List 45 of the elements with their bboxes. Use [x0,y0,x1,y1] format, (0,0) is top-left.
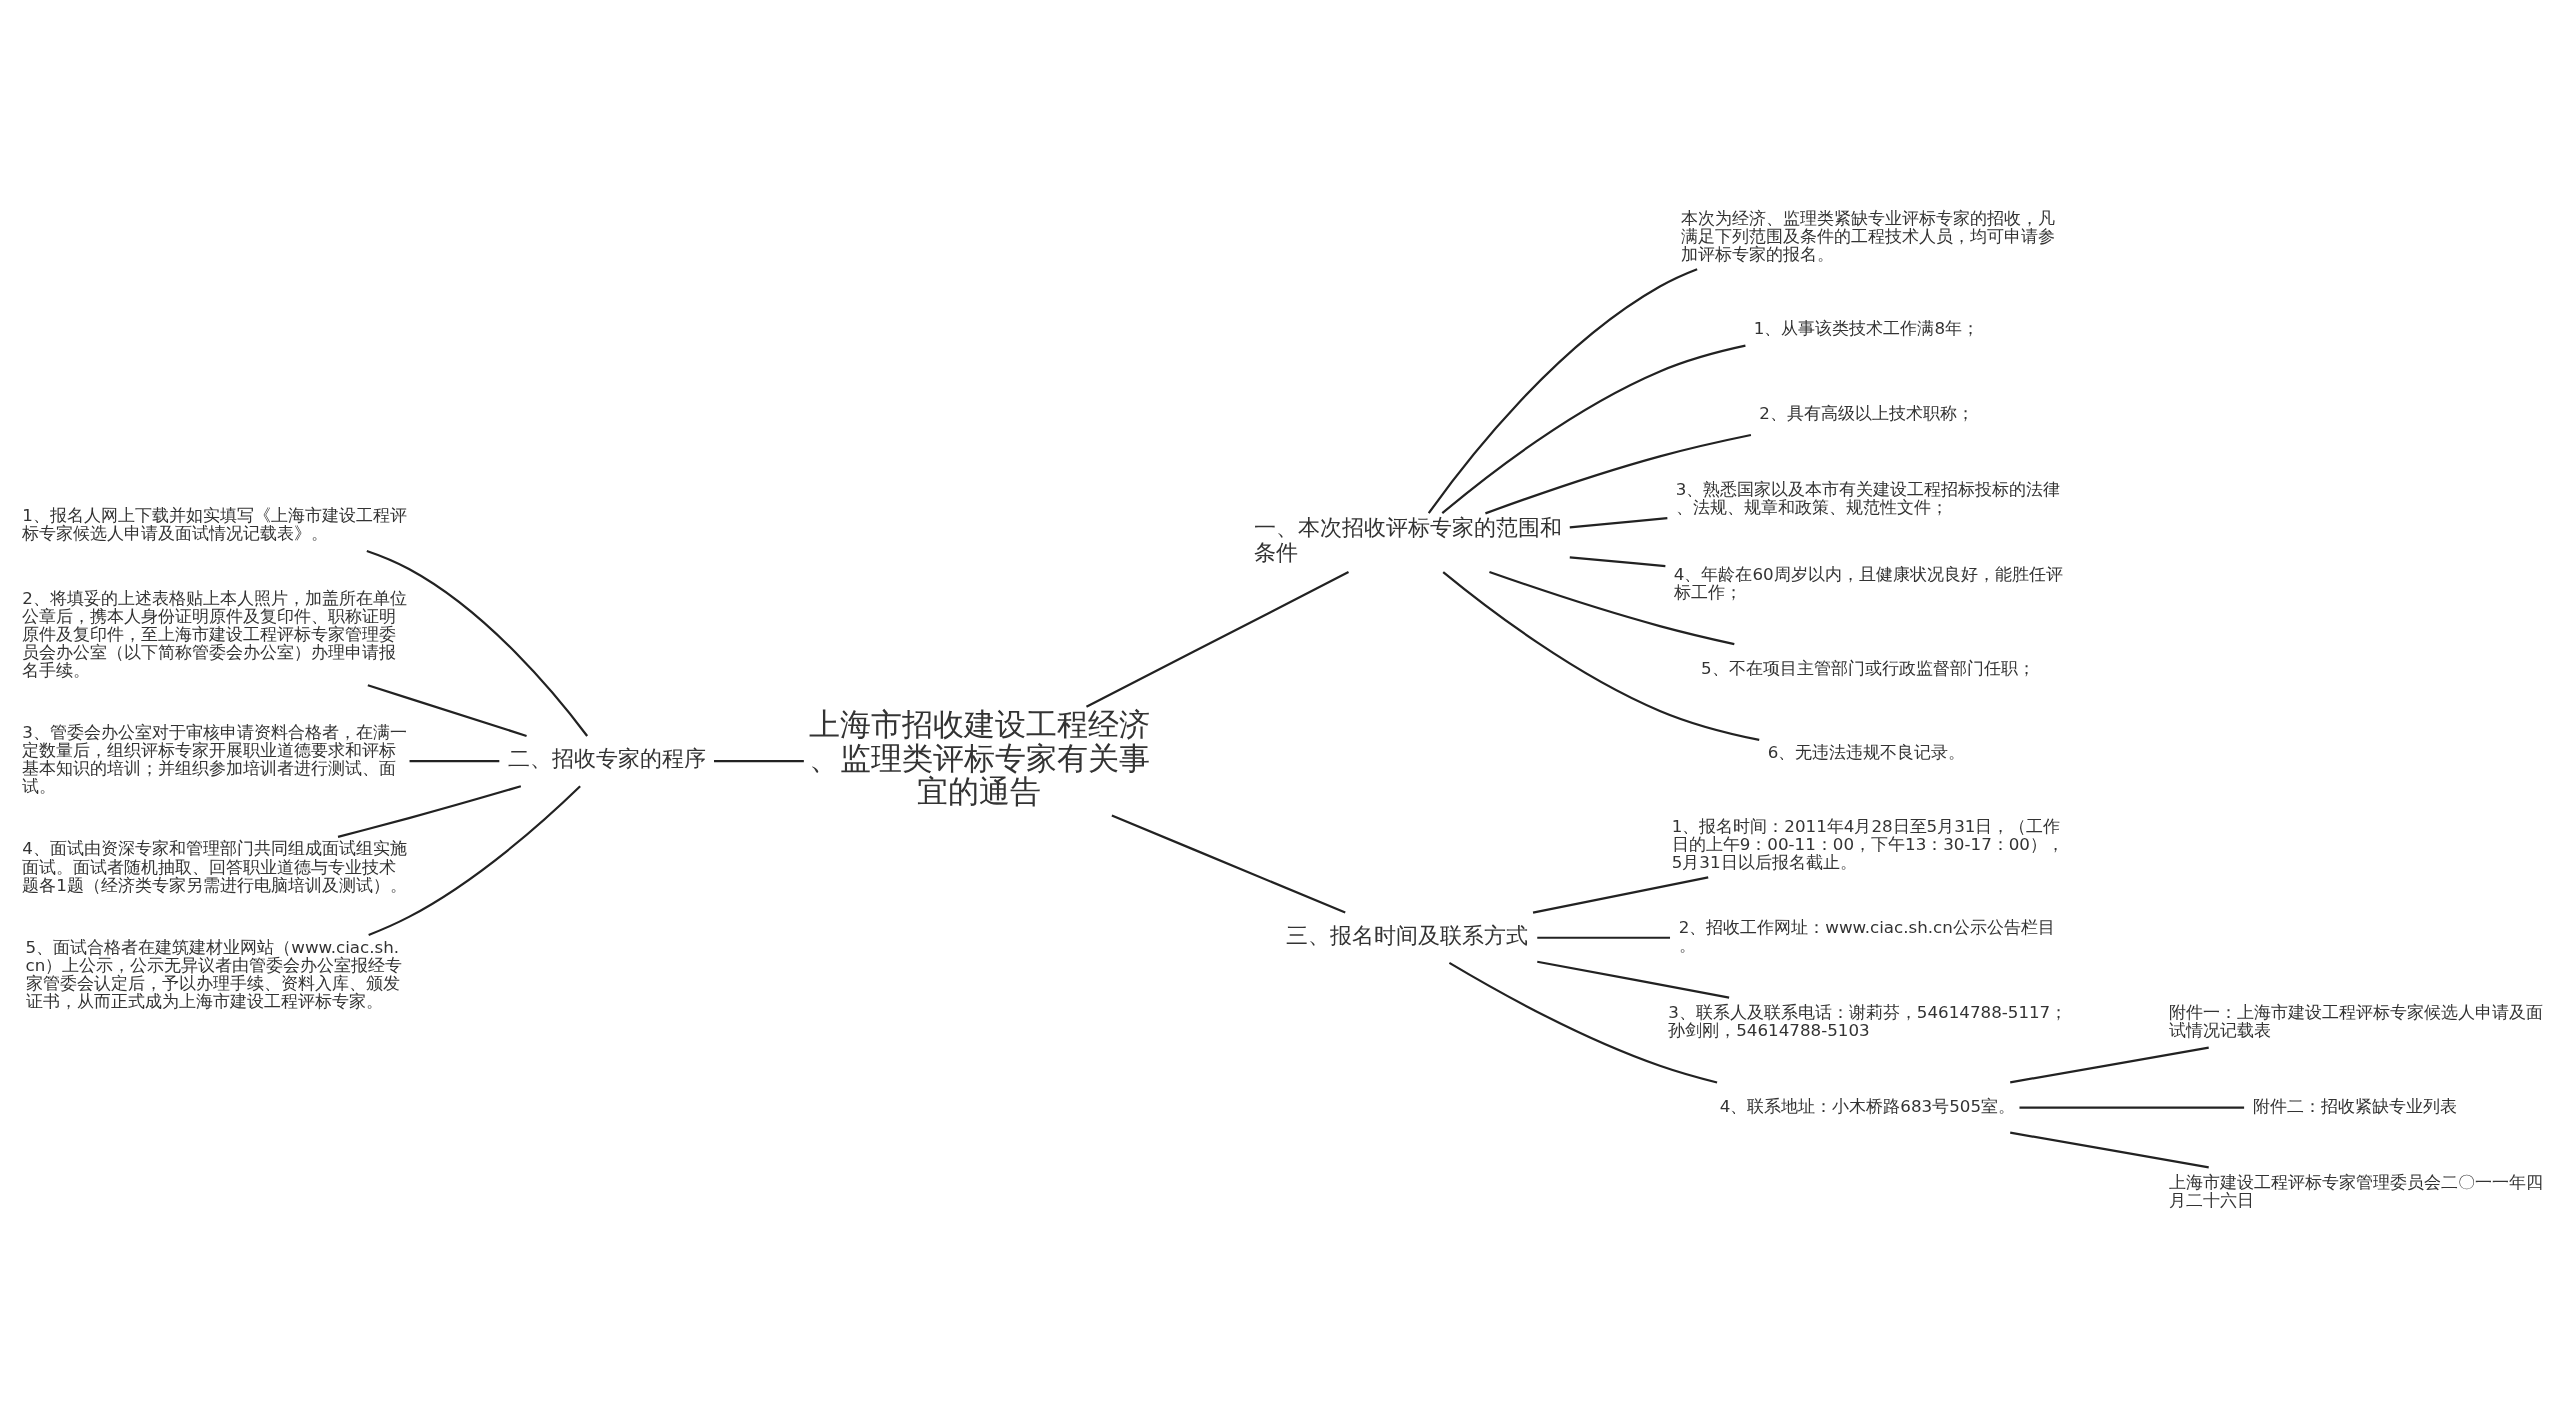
node-text: 3、联系人及联系电话：谢莉芬，54614788-5117；孙剑刚，54614788-5103 [1668,1002,2068,1040]
node-text: 附件一：上海市建设工程评标专家候选人申请及面试情况记载表 [2169,1002,2544,1040]
node-text: 5、不在项目主管部门或行政监督部门任职； [1700,658,2035,678]
node-text: 3、熟悉国家以及本市有关建设工程招标投标的法律、法规、规章和政策、规范性文件； [1675,479,2061,517]
node-text: 1、报名时间：2011年4月28日至5月31日，（工作日的上午9：00-11：00，下午13：30-17：00），5月31日以后报名截止。 [1671,816,2064,872]
connector [337,784,522,838]
node-text: 1、报名人网上下载并如实填写《上海市建设工程评标专家候选人申请及面试情况记载表》。 [22,505,407,543]
node-text: 5、面试合格者在建筑建材业网站（www.ciac.sh.cn）上公示，公示无异议者由管委会办公室报经专家管委会认定后，予以办理手续、资料入库、颁发证书，从而正式成为上海市建设工程评标专家。 [25,937,403,1011]
connector [1537,960,1730,999]
connector [1537,936,1671,939]
node-text: 一、本次招收评标专家的范围和条件 [1253,513,1562,565]
connector [1569,516,1668,528]
node-text: 4、联系地址：小木桥路683号505室。 [1719,1096,2016,1116]
connector [1441,344,1746,514]
node-text: 二、招收专家的程序 [507,744,706,771]
node-text: 附件二：招收紧缺专业列表 [2252,1096,2457,1116]
connector [1111,814,1346,914]
node-text: 2、将填妥的上述表格贴上本人照片，加盖所在单位公章后，携本人身份证明原件及复印件、职称证明原件及复印件，至上海市建设工程评标专家管理委员会办公室（以下简称管委会办公室）办理申请报名手续。 [22,588,407,680]
node-text: 4、年龄在60周岁以内，且健康状况良好，能胜任评标工作； [1673,564,2063,602]
connector [1448,961,1718,1084]
connector [1489,570,1735,645]
connector [1532,875,1709,914]
node-text: 2、招收工作网址：www.ciac.sh.cn公示公告栏目。 [1678,917,2055,955]
node-text: 上海市招收建设工程经济、监理类评标专家有关事宜的通告 [808,706,1150,809]
node-text: 6、无违法违规不良记录。 [1767,742,1966,762]
node-text: 4、面试由资深专家和管理部门共同组成面试组实施面试。面试者随机抽取、回答职业道德与专业技术题各1题（经济类专家另需进行电脑培训及测试）。 [22,838,407,895]
connector [367,683,527,737]
node-text: 1、从事该类技术工作满8年； [1753,318,1980,338]
connector [1442,570,1760,741]
node-text: 2、具有高级以上技术职称； [1759,403,1974,423]
node-text: 本次为经济、监理类紧缺专业评标专家的招收，凡满足下列范围及条件的工程技术人员，均可申请参加评标专家的报名。 [1680,208,2055,264]
connector [714,759,804,762]
connector [1485,433,1752,514]
connector [366,549,589,737]
node-text: 三、报名时间及联系方式 [1286,921,1529,948]
node-text: 3、管委会办公室对于审核申请资料合格者，在满一定数量后，组织评标专家开展职业道德要求和评标基本知识的培训；并组织参加培训者进行测试、面试。 [22,722,407,796]
connector [1427,267,1698,514]
connector [368,784,581,936]
connector [2010,1131,2209,1168]
connector [1569,555,1666,567]
connector [2019,1105,2245,1109]
node-text: 上海市建设工程评标专家管理委员会二〇一一年四月二十六日 [2169,1172,2544,1210]
connector [2010,1046,2209,1083]
connector [1085,570,1350,708]
connector [409,759,500,762]
